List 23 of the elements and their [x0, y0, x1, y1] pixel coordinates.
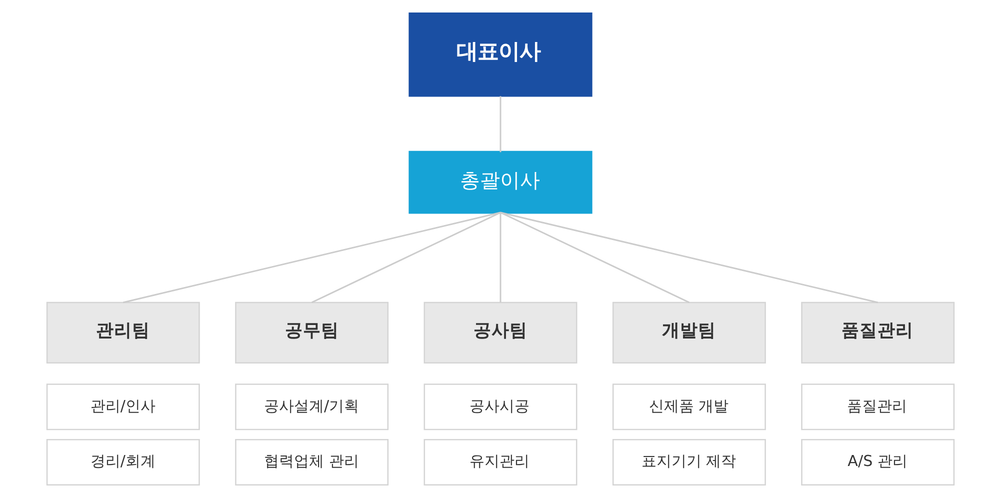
node-box: 개발팀: [612, 302, 766, 364]
node-box: 협력업체 관리: [234, 438, 388, 486]
connector: [500, 212, 878, 304]
node-box: 대표이사: [408, 12, 592, 97]
node-box: 공사설계/기획: [234, 384, 388, 430]
node-box: 관리/인사: [46, 384, 200, 430]
node-box: 공사시공: [423, 384, 577, 430]
node-box: 관리팀: [46, 302, 200, 364]
connector: [499, 212, 501, 302]
connector: [500, 212, 689, 304]
node-box: 품질관리: [800, 302, 954, 364]
node-box: 공사팀: [423, 302, 577, 364]
node-box: A/S 관리: [800, 438, 954, 486]
node-box: 신제품 개발: [612, 384, 766, 430]
node-box: 품질관리: [800, 384, 954, 430]
connector: [122, 212, 500, 304]
node-box: 공무팀: [234, 302, 388, 364]
node-box: 경리/회계: [46, 438, 200, 486]
node-box: 유지관리: [423, 438, 577, 486]
connector: [311, 212, 500, 304]
connector: [499, 96, 501, 152]
node-box: 표지기기 제작: [612, 438, 766, 486]
node-box: 총괄이사: [408, 150, 592, 214]
